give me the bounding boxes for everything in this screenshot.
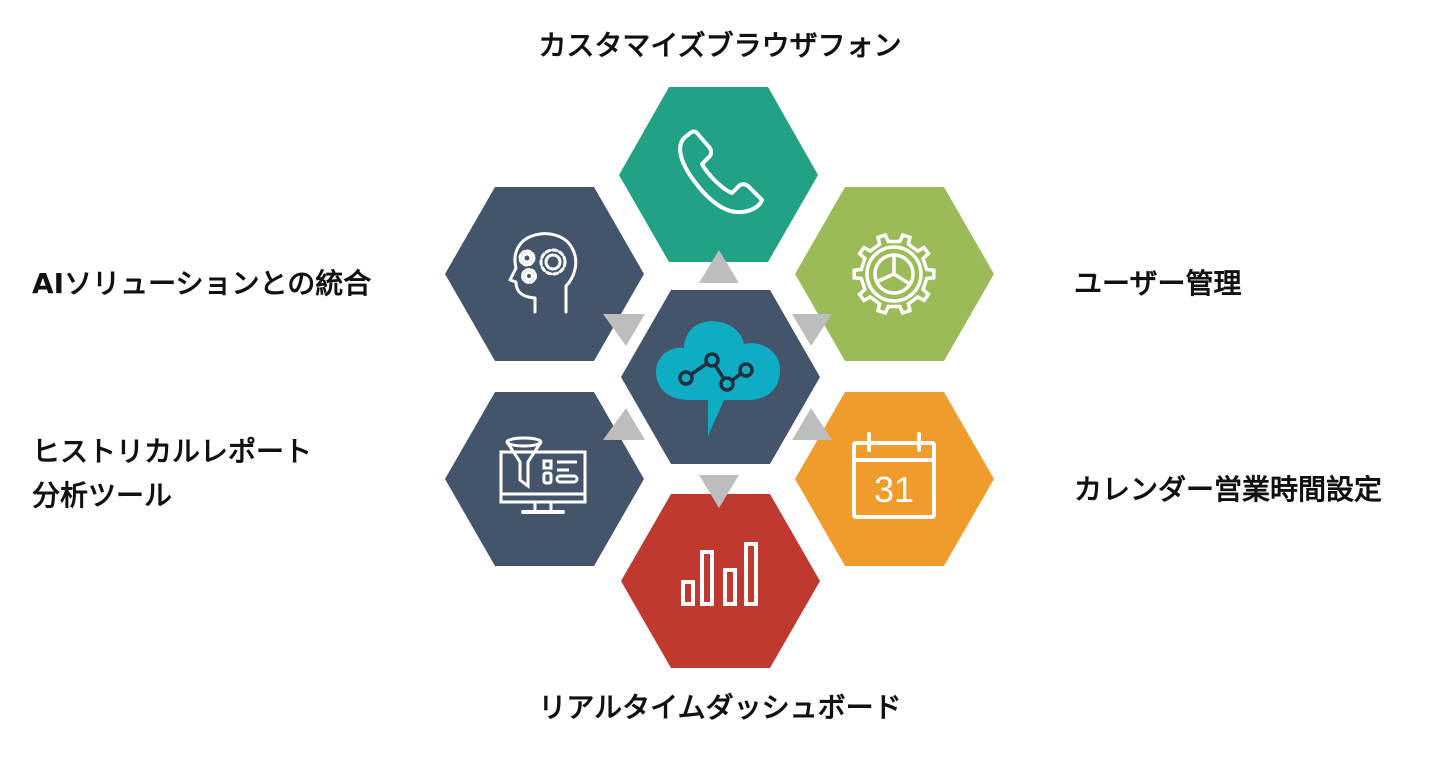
label-text: カレンダー営業時間設定 bbox=[1074, 473, 1383, 506]
label-text: カスタマイズブラウザフォン bbox=[538, 29, 902, 62]
connector-arrows bbox=[603, 250, 832, 508]
arrow-right-lower bbox=[792, 408, 832, 440]
hex-bottom bbox=[621, 494, 820, 668]
label-custom-browser-phone: カスタマイズブラウザフォン bbox=[0, 24, 1440, 68]
hex-top bbox=[619, 87, 818, 262]
label-text-line2: 分析ツール bbox=[32, 479, 173, 512]
gear-chart-icon bbox=[852, 232, 936, 316]
arrow-down bbox=[699, 475, 739, 508]
label-historical-report-tool: ヒストリカルレポート 分析ツール bbox=[32, 430, 312, 518]
bar-chart-icon bbox=[681, 542, 758, 606]
arrow-left-lower bbox=[603, 408, 645, 440]
funnel-monitor-icon bbox=[499, 436, 587, 514]
label-user-management: ユーザー管理 bbox=[1074, 262, 1241, 306]
label-text: ユーザー管理 bbox=[1074, 267, 1242, 300]
label-text: AIソリューションとの統合 bbox=[32, 267, 372, 300]
label-calendar-business-hours: カレンダー営業時間設定 bbox=[1074, 468, 1382, 512]
arrow-up bbox=[699, 250, 739, 283]
label-text-line1: ヒストリカルレポート bbox=[32, 435, 313, 468]
calendar-day-number: 31 bbox=[874, 469, 914, 510]
arrow-right-upper bbox=[792, 314, 832, 346]
hex-bottom-right bbox=[795, 392, 994, 566]
label-text: リアルタイムダッシュボード bbox=[538, 691, 902, 724]
calendar-icon bbox=[852, 432, 936, 519]
arrow-left-upper bbox=[603, 314, 645, 346]
ai-head-icon bbox=[508, 232, 578, 314]
label-realtime-dashboard: リアルタイムダッシュボード bbox=[0, 686, 1440, 730]
hex-top-left bbox=[445, 187, 644, 361]
phone-icon bbox=[678, 129, 764, 215]
label-ai-integration: AIソリューションとの統合 bbox=[32, 262, 371, 306]
cloud-analytics-icon bbox=[656, 321, 780, 436]
